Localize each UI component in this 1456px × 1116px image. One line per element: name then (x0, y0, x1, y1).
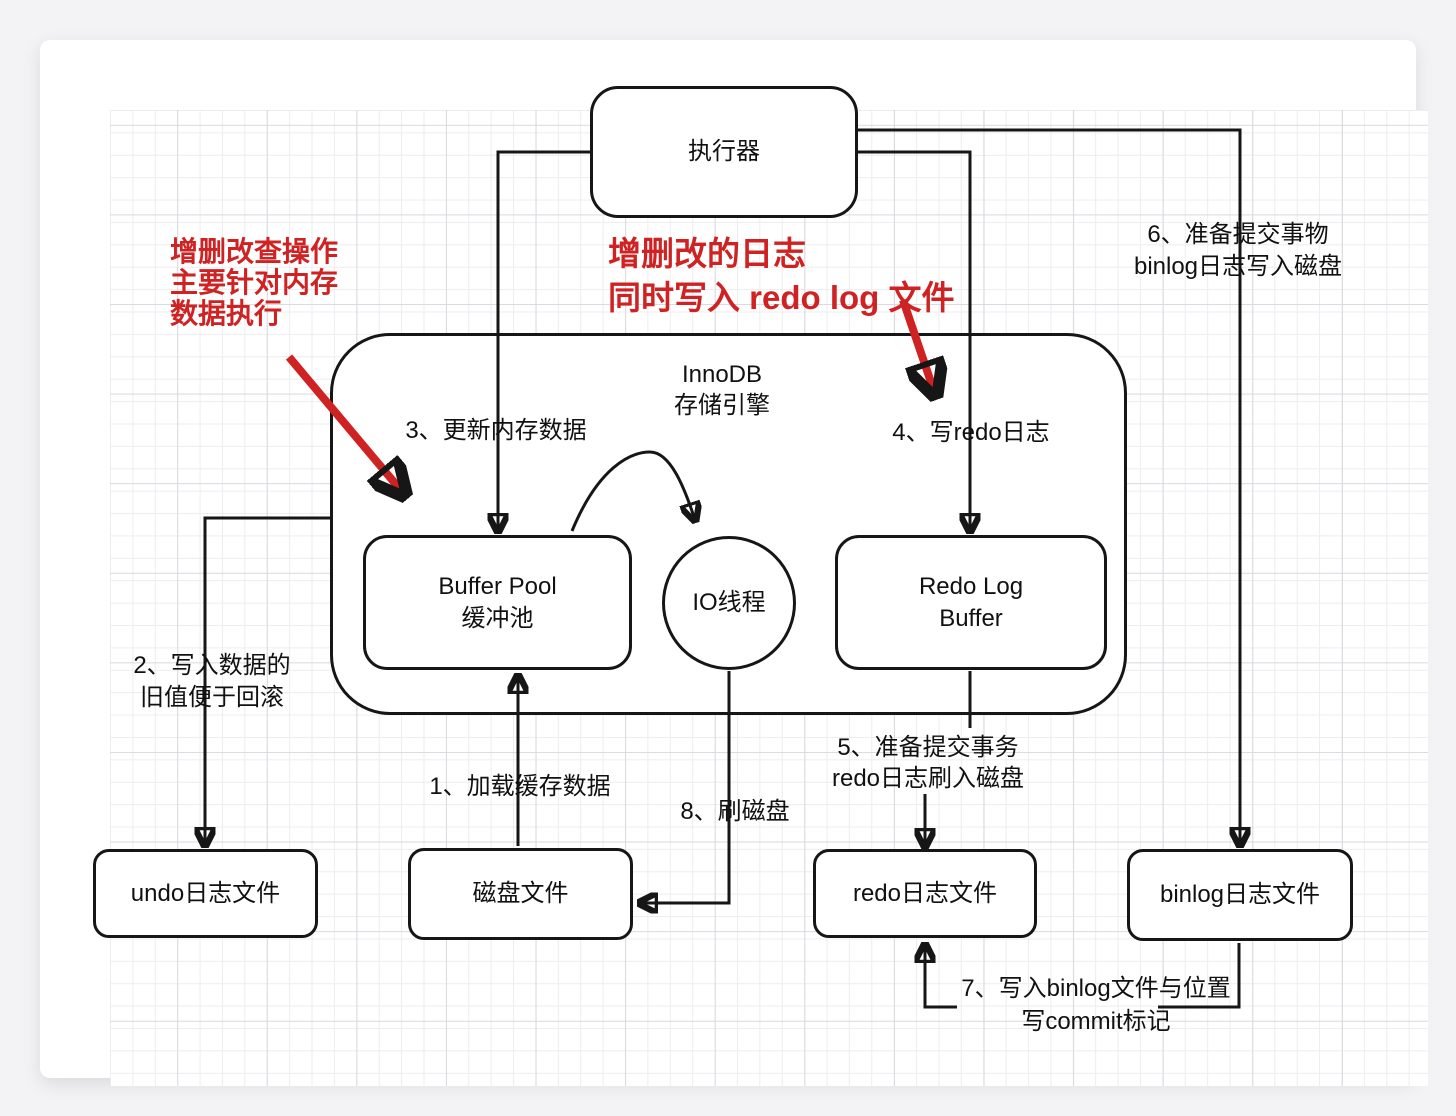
step6-label: 6、准备提交事物 binlog日志写入磁盘 (1133, 221, 1343, 280)
annotation-crud-note: 增删改查操作 主要针对内存 数据执行 (170, 236, 339, 329)
undo-log-file-label: undo日志文件 (130, 879, 281, 907)
step1-label: 1、加载缓存数据 (429, 773, 611, 800)
step2-label: 2、写入数据的 旧值便于回滚 (133, 652, 291, 711)
node-redo-log-buffer: Redo Log Buffer (835, 535, 1107, 670)
redo-log-file-label: redo日志文件 (852, 879, 998, 907)
buffer-pool-label: Buffer Pool 缓冲池 (438, 572, 557, 632)
executor-label: 执行器 (688, 138, 760, 165)
io-thread-label: IO线程 (692, 589, 766, 616)
innodb-engine-title: InnoDB 存储引擎 (674, 361, 770, 419)
step3-label: 3、更新内存数据 (405, 417, 587, 444)
node-disk-file: 磁盘文件 (408, 848, 633, 940)
node-executor: 执行器 (590, 86, 858, 218)
node-io-thread: IO线程 (662, 536, 796, 670)
redo-log-buffer-label: Redo Log Buffer (918, 572, 1024, 632)
node-redo-log-file: redo日志文件 (813, 849, 1037, 938)
node-buffer-pool: Buffer Pool 缓冲池 (363, 535, 632, 670)
binlog-file-label: binlog日志文件 (1159, 881, 1321, 908)
step7-label: 7、写入binlog文件与位置 写commit标记 (961, 975, 1231, 1035)
step8-label: 8、刷磁盘 (680, 798, 790, 825)
step5-label: 5、准备提交事务 redo日志刷入磁盘 (831, 734, 1025, 792)
annotation-redo-note: 增删改的日志 同时写入 redo log 文件 (608, 235, 955, 316)
disk-file-label: 磁盘文件 (472, 880, 569, 907)
node-binlog-file: binlog日志文件 (1127, 849, 1353, 941)
node-undo-log-file: undo日志文件 (93, 849, 318, 938)
step4-label: 4、写redo日志 (892, 419, 1050, 446)
